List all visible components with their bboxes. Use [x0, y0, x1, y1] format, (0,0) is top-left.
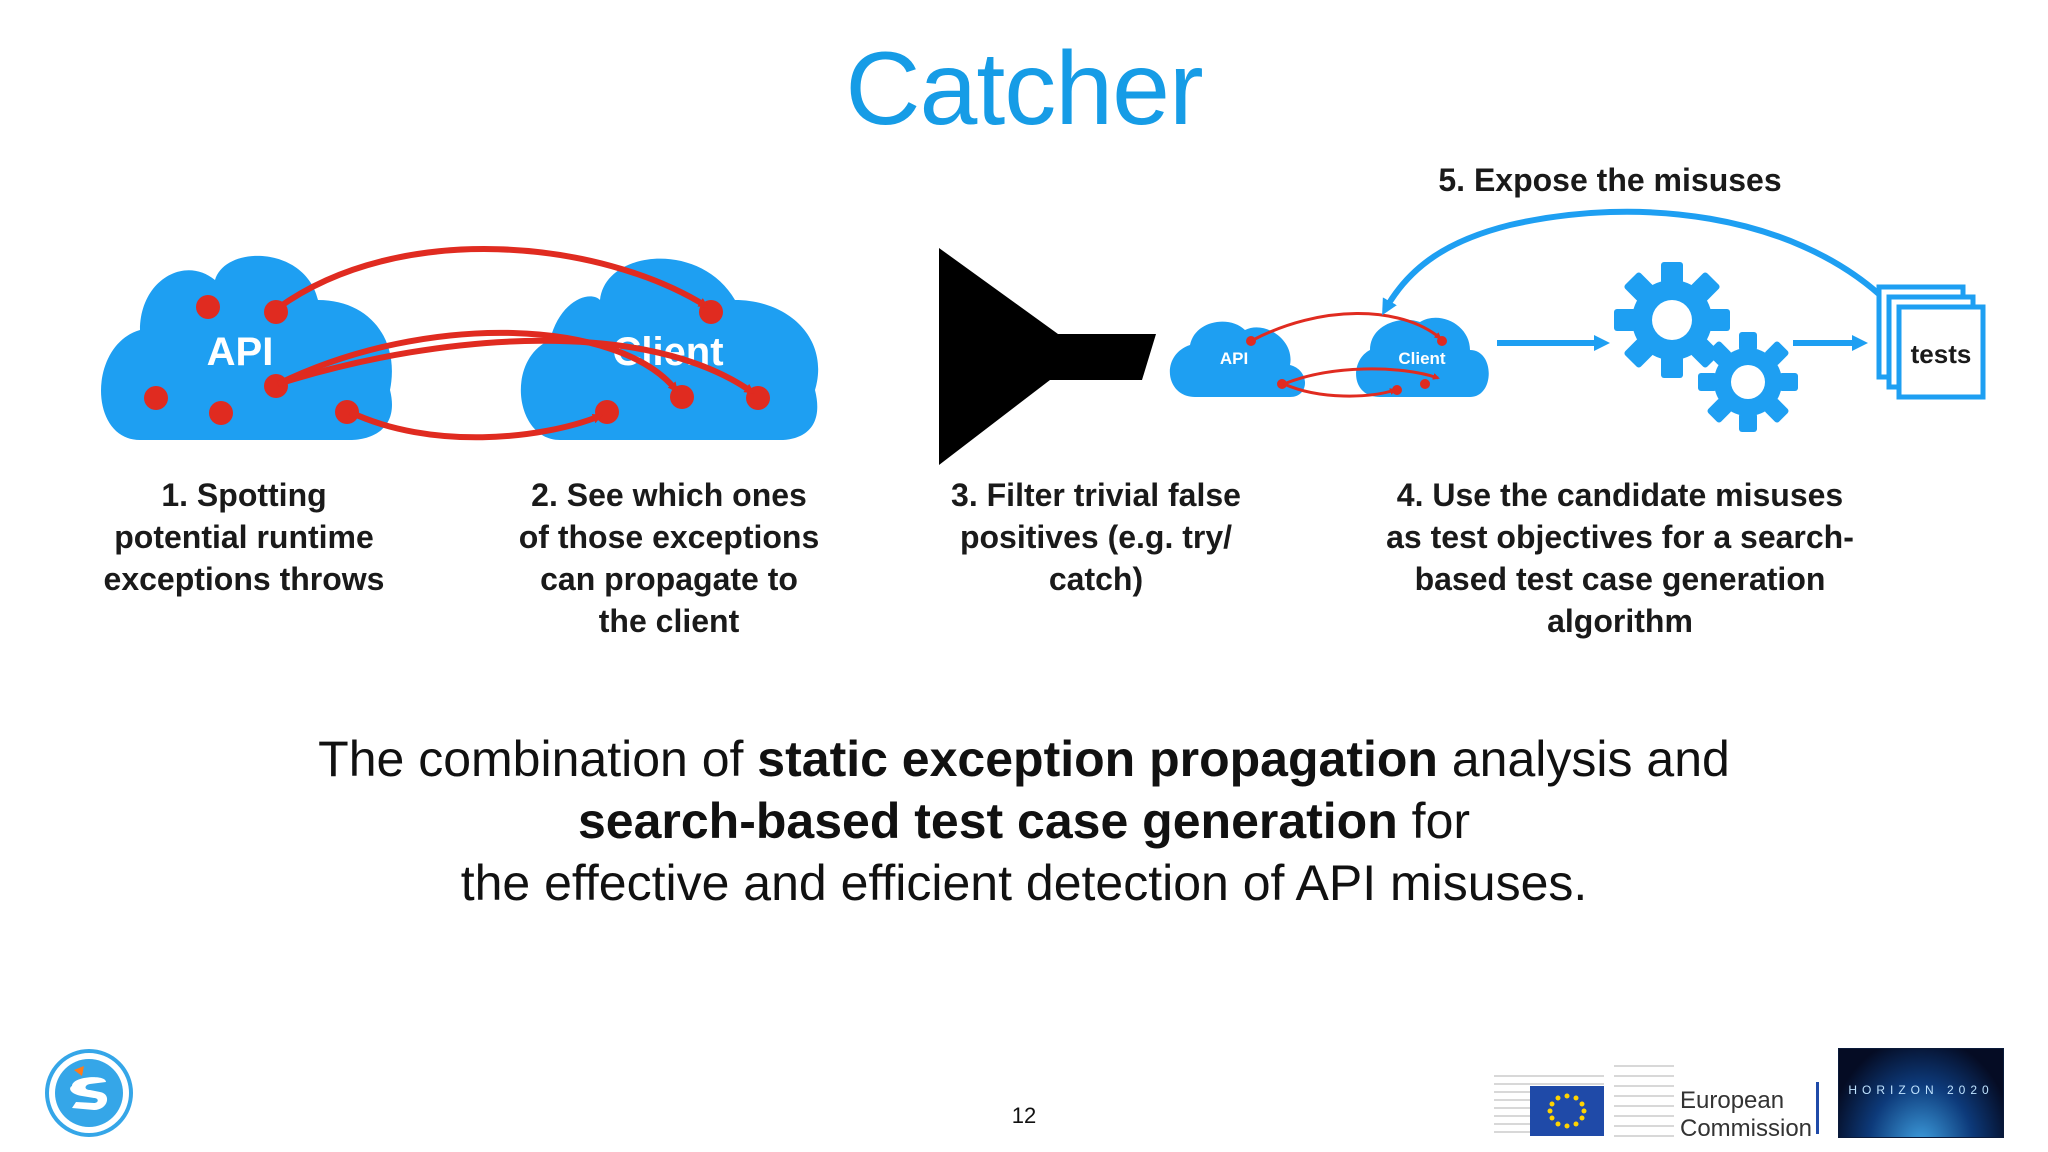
slide-title: Catcher — [845, 31, 1203, 147]
small-client-label: Client — [1398, 349, 1446, 368]
step1-line: potential runtime — [114, 519, 374, 555]
commission-text: European Commission — [1680, 1087, 1812, 1143]
commission-line: Commission — [1680, 1115, 1813, 1142]
summary-text: for — [1397, 793, 1471, 849]
step2-line: can propagate to — [540, 561, 798, 597]
summary-text: The combination of — [318, 731, 758, 787]
client-cloud: Client — [520, 258, 819, 440]
summary-bold: static exception propagation — [757, 731, 1438, 787]
step4-line: 4. Use the candidate misuses — [1396, 477, 1844, 513]
step4-text: 4. Use the candidate misuses as test obj… — [1330, 474, 1910, 642]
filter-funnel — [939, 248, 1156, 465]
summary-line-1: The combination of static exception prop… — [0, 728, 2048, 790]
step1-text: 1. Spotting potential runtime exceptions… — [64, 474, 424, 600]
step3-text: 3. Filter trivial false positives (e.g. … — [906, 474, 1286, 600]
step4-line: based test case generation — [1414, 561, 1826, 597]
summary-line-2: search-based test case generation for — [0, 790, 2048, 852]
summary-bold: search-based test case generation — [577, 793, 1398, 849]
project-logo-icon — [45, 1049, 133, 1137]
summary-line-3: the effective and efficient detection of… — [460, 855, 1588, 911]
tests-stack-icon — [1876, 284, 1986, 400]
small-client-cloud: Client — [1356, 317, 1489, 397]
step5-label: 5. Expose the misuses — [1438, 162, 1782, 198]
step1-line: 1. Spotting — [161, 477, 327, 513]
step2-line: of those exceptions — [518, 519, 820, 555]
propagation-arrows — [276, 246, 755, 441]
step1-line: exceptions throws — [103, 561, 385, 597]
step3-line: catch) — [1048, 561, 1144, 597]
flow-arrows — [1382, 208, 1882, 351]
step4-line: algorithm — [1547, 603, 1693, 639]
step2-line: the client — [598, 603, 740, 639]
api-cloud-label: API — [207, 330, 274, 374]
step3-line: positives (e.g. try/ — [959, 519, 1233, 555]
api-cloud: API — [101, 255, 392, 440]
small-propagation-arrows — [1252, 312, 1442, 398]
step3-line: 3. Filter trivial false — [951, 477, 1241, 513]
european-commission-logo — [1494, 1065, 1819, 1137]
horizon-2020-logo: HORIZON 2020 — [1838, 1048, 2004, 1138]
gears-icon — [1614, 262, 1798, 432]
step2-text: 2. See which ones of those exceptions ca… — [474, 474, 864, 642]
step4-line: as test objectives for a search- — [1386, 519, 1854, 555]
small-api-cloud: API — [1169, 321, 1305, 397]
tests-label: tests — [1911, 339, 1972, 369]
small-api-label: API — [1220, 349, 1248, 368]
summary-statement: The combination of static exception prop… — [0, 728, 2048, 914]
horizon-text: HORIZON 2020 — [1848, 1083, 1994, 1097]
step2-line: 2. See which ones — [531, 477, 807, 513]
commission-line: European — [1680, 1087, 1785, 1114]
summary-text: analysis and — [1437, 731, 1730, 787]
page-number: 12 — [1011, 1103, 1037, 1128]
